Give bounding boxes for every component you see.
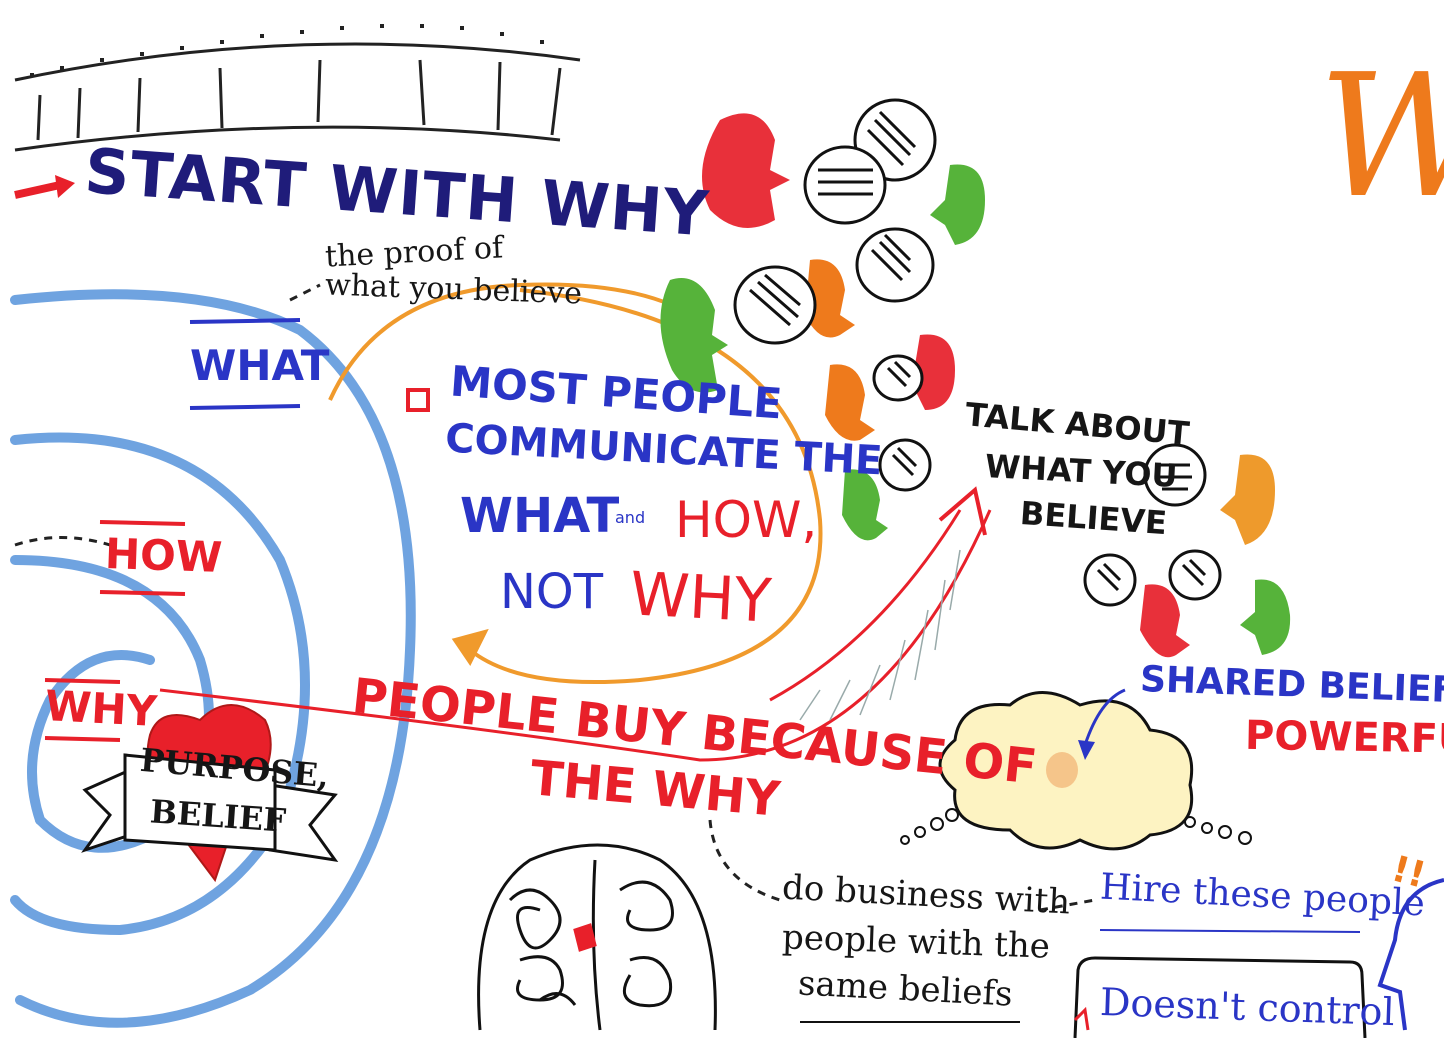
talk-line3: BELIEVE (1018, 493, 1169, 543)
do-business-line3: same beliefs (797, 963, 1014, 1015)
cloud-icon (900, 688, 1252, 851)
doesnt-control-box (1073, 956, 1367, 1038)
doesnt-control-text: Doesn't control (1099, 979, 1396, 1035)
proof-note-line2: what you believe (324, 267, 583, 312)
center-line4-not: NOT (500, 564, 604, 620)
circle-label-what: WHAT (190, 341, 330, 390)
title-arrow-icon (14, 175, 75, 199)
head-profile-icon (825, 364, 875, 441)
speech-bubble-icon (855, 227, 935, 303)
talk-line2: WHAT YOU (984, 446, 1179, 496)
head-profile-icon (1220, 454, 1275, 545)
speech-bubble-icon (803, 145, 887, 225)
center-line4-why: WHY (628, 559, 773, 637)
underlines (44, 318, 1361, 1023)
head-profile-icon (805, 259, 855, 338)
brain-icon (477, 843, 717, 1031)
speech-bubble-icon (1143, 443, 1207, 507)
dashed-connectors (14, 283, 1096, 912)
circle-label-why: WHY (43, 681, 159, 736)
speech-bubble-icon (733, 265, 817, 345)
head-profile-icon (702, 113, 790, 228)
center-line3-what: WHAT (460, 488, 620, 544)
checkbox-icon (406, 388, 430, 412)
golden-circle-spiral (10, 289, 416, 1028)
center-line3-how: HOW, (675, 491, 818, 549)
head-outline-icon (1377, 878, 1444, 1031)
corner-script-letter: W (1318, 52, 1444, 222)
banner-line2: BELIEF (148, 792, 288, 840)
shared-beliefs-line2: POWERFUL (1244, 712, 1444, 764)
conversation-cluster (660, 98, 1291, 658)
head-profile-icon (660, 278, 728, 393)
do-business-line2: people with the (781, 917, 1051, 967)
head-profile-icon (1140, 584, 1190, 658)
head-profile-icon (930, 164, 985, 245)
head-profile-icon (900, 334, 955, 410)
rising-arrow-icon (159, 486, 992, 762)
head-profile-icon (1240, 579, 1291, 655)
circle-label-how: HOW (104, 528, 224, 583)
head-profile-icon (842, 469, 888, 541)
film-strip-icon (14, 24, 581, 152)
center-line3-and: and (615, 508, 646, 527)
heart-icon (81, 704, 339, 883)
